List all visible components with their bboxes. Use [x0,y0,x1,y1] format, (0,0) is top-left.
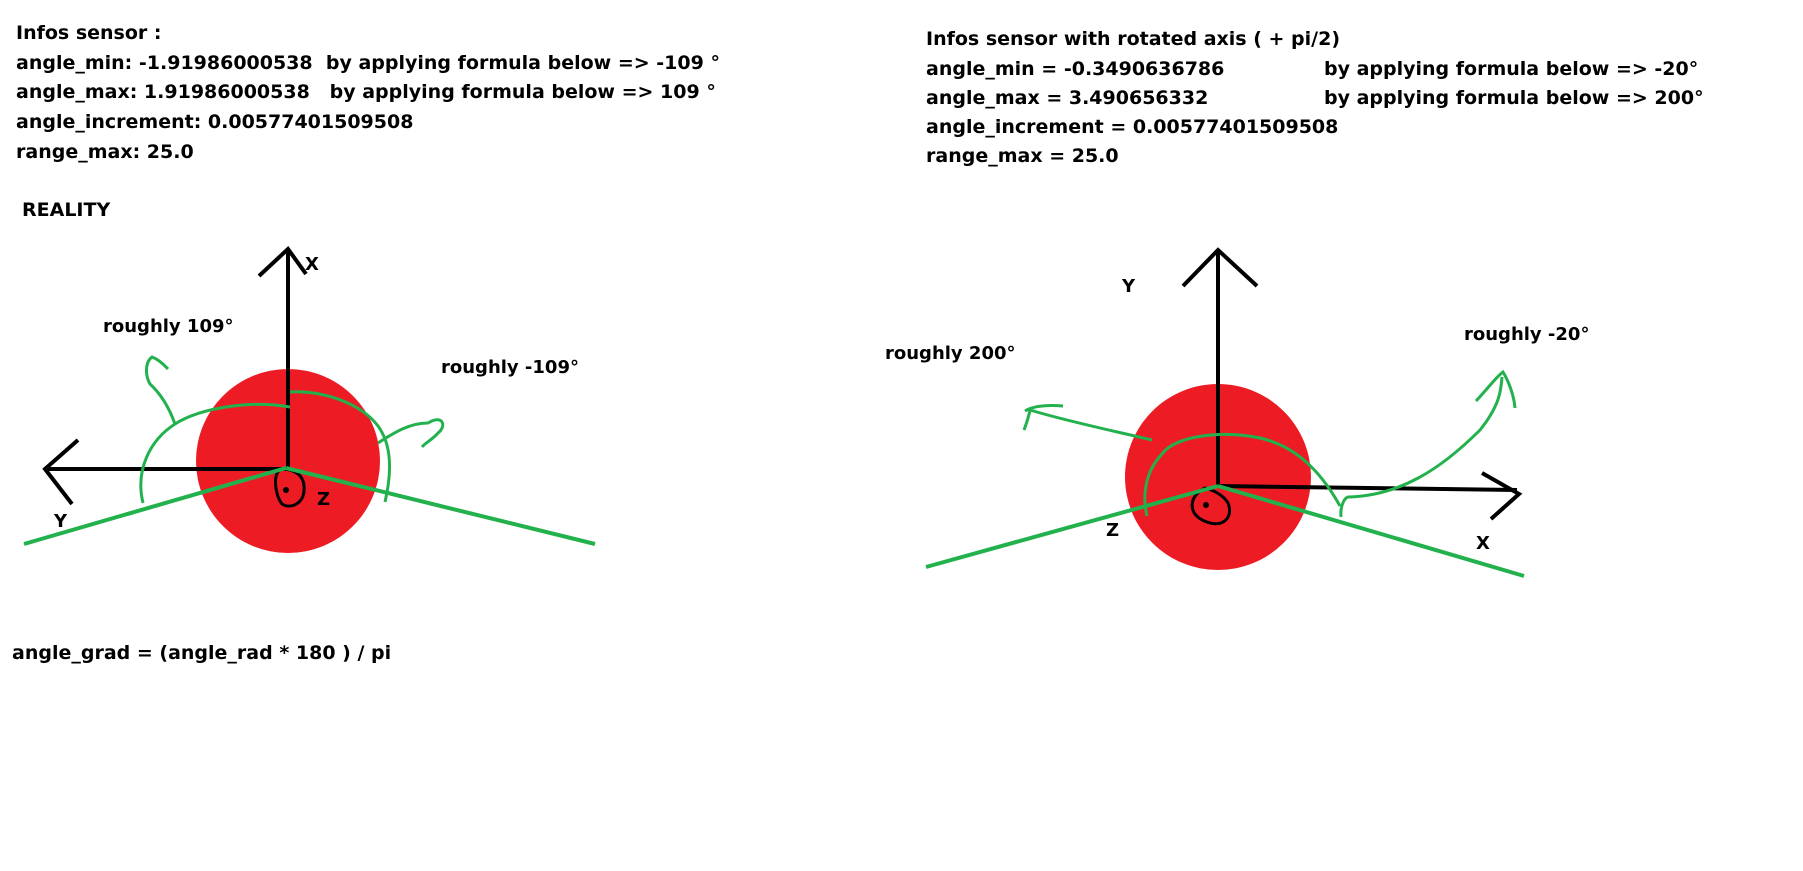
left-heading: Infos sensor : [16,22,162,44]
left-angle-increment-line: angle_increment: 0.00577401509508 [16,111,414,133]
left-angle-neg-label: roughly -109° [441,357,579,378]
conversion-formula: angle_grad = (angle_rad * 180 ) / pi [12,642,392,664]
right-angle-pos-label: roughly 200° [885,343,1016,364]
right-angle-min-line: angle_min = -0.3490636786 [926,58,1225,80]
right-x-axis-label: X [1476,533,1490,554]
right-arc-neg [1339,376,1504,518]
left-diagram [23,245,596,553]
left-z-axis-label: Z [317,489,331,510]
right-arc-neg-arrow [1474,369,1517,409]
right-formula-note-max: by applying formula below => 200° [1324,87,1704,109]
right-scan-line-right [1217,484,1525,578]
right-z-circle [1190,486,1231,526]
right-y-axis-label: Y [1122,276,1136,297]
left-arc-neg-arrow [377,418,445,448]
right-x-axis [1217,484,1518,492]
left-arc-neg [289,390,392,503]
left-arc-pos-arrow [145,355,177,425]
left-z-circle [274,467,306,508]
right-scan-line-left [925,484,1219,569]
left-z-dot [283,487,289,493]
right-arc-big [1143,433,1342,517]
right-arc-big-arrow [1022,404,1153,442]
left-scan-line-left [23,466,287,546]
reality-label: REALITY [22,199,111,221]
right-x-arrowhead [1481,471,1523,521]
left-x-arrowhead [257,245,308,278]
left-y-axis-label: Y [54,511,68,532]
right-z-dot [1203,502,1209,508]
right-formula-note-min: by applying formula below => -20° [1324,58,1699,80]
right-angle-increment-line: angle_increment = 0.00577401509508 [926,116,1339,138]
right-range-max-line: range_max = 25.0 [926,145,1119,167]
right-angle-neg-label: roughly -20° [1464,324,1590,345]
right-heading: Infos sensor with rotated axis ( + pi/2) [926,28,1341,50]
left-angle-pos-label: roughly 109° [103,316,234,337]
left-x-axis-label: X [305,254,319,275]
left-scan-line-right [285,466,596,546]
right-angle-max-line: angle_max = 3.490656332 [926,87,1209,109]
left-range-max-line: range_max: 25.0 [16,141,194,163]
right-z-axis-label: Z [1106,520,1120,541]
right-y-arrowhead [1181,247,1259,288]
left-angle-max-line: angle_max: 1.91986000538 by applying for… [16,81,716,103]
right-diagram [925,247,1525,578]
left-y-arrowhead [42,438,80,506]
left-angle-min-line: angle_min: -1.91986000538 by applying fo… [16,52,720,74]
